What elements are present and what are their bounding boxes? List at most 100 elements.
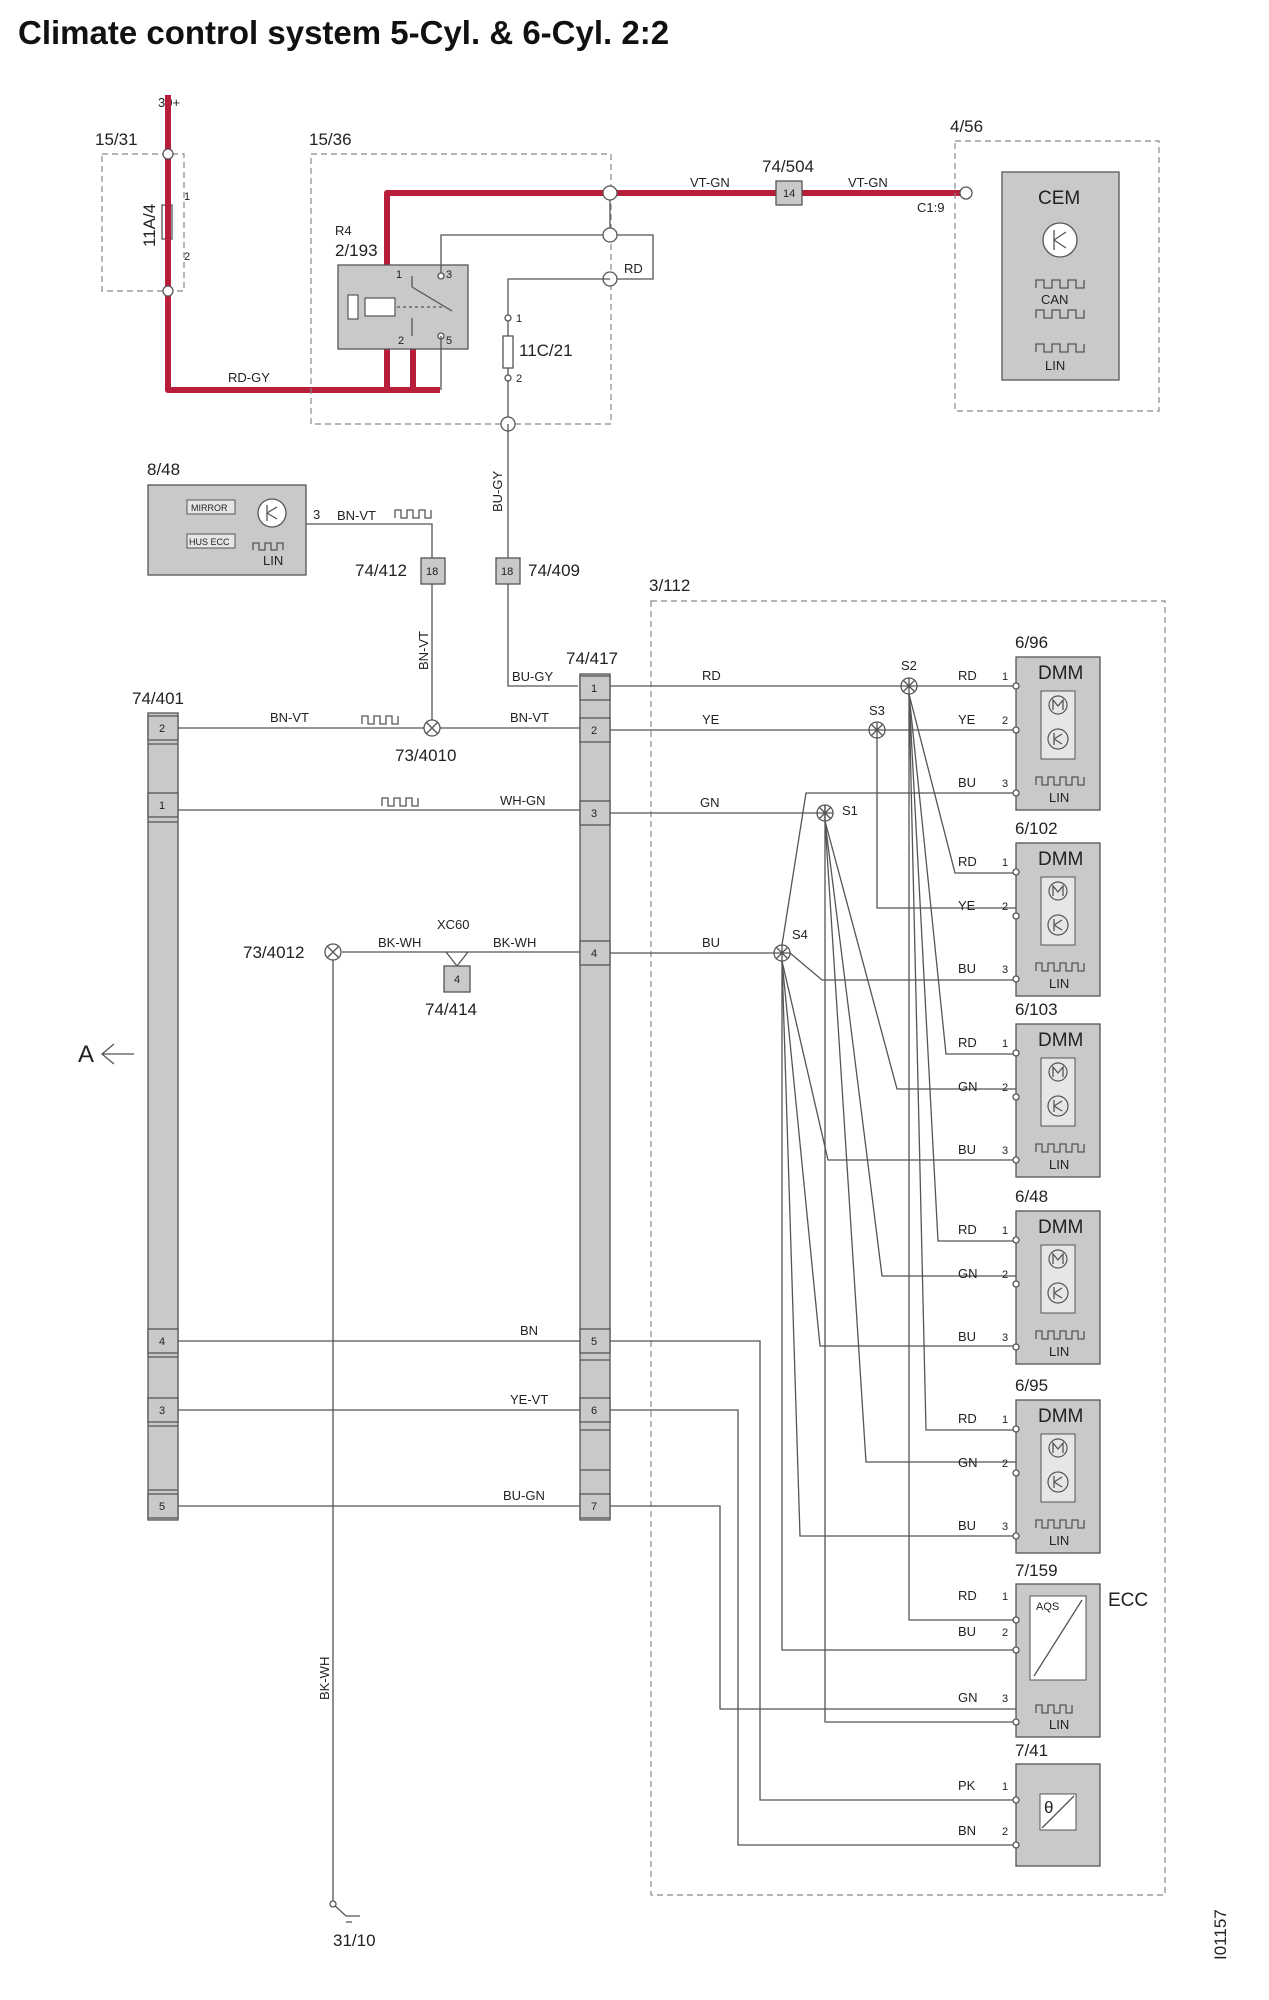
mirror-section: 8/48 MIRROR HUS ECC LIN 3 BN-VT 74/412 1… xyxy=(147,424,580,726)
power-wire-30 xyxy=(165,95,440,393)
wire-label-rd-bus: RD xyxy=(702,668,721,683)
power-wire-vt-gn xyxy=(384,190,966,390)
conn-74-412-id: 74/412 xyxy=(355,561,407,580)
splice-s1: S1 xyxy=(816,803,858,822)
cem-can-label: CAN xyxy=(1041,292,1068,307)
wire-label-gn-bus: GN xyxy=(700,795,720,810)
dmm-id: 6/48 xyxy=(1015,1187,1048,1206)
wire-label-bn-vt-3: BN-VT xyxy=(510,710,549,725)
transistor-icon xyxy=(1047,1282,1069,1304)
svg-text:7: 7 xyxy=(591,1501,597,1513)
dmm-pin-node xyxy=(1012,1093,1020,1101)
lin-signal-icon xyxy=(1035,962,1085,972)
motor-icon xyxy=(1048,1062,1068,1082)
temp-pin2-num: 2 xyxy=(1002,1826,1008,1838)
fuse-11c21-pin2: 2 xyxy=(516,373,522,385)
relay-pin2: 2 xyxy=(398,335,404,347)
dmm-pin-color: RD xyxy=(958,1222,977,1237)
hvac-unit: 3/112 RD YE GN BU S2 S3 S1 S4 xyxy=(610,576,1166,1896)
connector-74-412 xyxy=(420,557,446,585)
conn-74-409-pin: 18 xyxy=(501,566,513,578)
lin-signal-icon xyxy=(1035,776,1085,786)
dmm-pin-node xyxy=(1012,726,1020,734)
conn-74-401-id: 74/401 xyxy=(132,689,184,708)
temp-sensor-7-41: 7/41 θ PK BN 1 2 xyxy=(958,1741,1101,1867)
dmm-pin-num: 3 xyxy=(1002,1521,1008,1533)
wire-label-ye-bus: YE xyxy=(702,712,720,727)
dmm-pin-node xyxy=(1012,975,1020,983)
dmm-id: 6/102 xyxy=(1015,819,1058,838)
relay-box-id: 15/36 xyxy=(309,130,352,149)
ecc-pin2-color: BU xyxy=(958,1624,976,1639)
lin-signal-icon xyxy=(1035,1330,1085,1340)
dmm-pin-node xyxy=(1012,1280,1020,1288)
wire-label-ye-vt: YE-VT xyxy=(510,1392,548,1407)
fuse-11a4-label: 11A/4 xyxy=(140,204,159,247)
dmm-label: DMM xyxy=(1038,849,1083,870)
fusebox-id: 15/31 xyxy=(95,130,138,149)
dmm-lin-label: LIN xyxy=(1049,790,1069,805)
dmm-id: 6/96 xyxy=(1015,633,1048,652)
splice-s4: S4 xyxy=(773,927,808,962)
fusebox-outline xyxy=(101,153,185,292)
mirror-transistor-icon xyxy=(257,498,287,528)
dmm-pin-num: 2 xyxy=(1002,715,1008,727)
splice-73-4012-label: 73/4012 xyxy=(243,943,304,962)
dmm-pin-color: GN xyxy=(958,1455,978,1470)
connector-74-414 xyxy=(443,965,471,993)
ecc-id: 7/159 xyxy=(1015,1561,1058,1580)
ecc-pin2-num: 2 xyxy=(1002,1627,1008,1639)
ecc-lin-label: LIN xyxy=(1049,1717,1069,1732)
mirror-lin-label: LIN xyxy=(263,553,283,568)
svg-text:1: 1 xyxy=(591,683,597,695)
dmm-pin-num: 2 xyxy=(1002,1458,1008,1470)
cem-outline xyxy=(954,140,1160,412)
dmm-pin-num: 2 xyxy=(1002,1269,1008,1281)
relay-pin3: 3 xyxy=(446,269,452,281)
mirror-label: MIRROR xyxy=(191,503,228,513)
wire-label-bn-vt-1: BN-VT xyxy=(337,508,376,523)
arrow-ref-label: A xyxy=(78,1041,94,1068)
dmm-pin-node xyxy=(1012,1156,1020,1164)
wire-label-bk-wh-1: BK-WH xyxy=(378,935,421,950)
fuse-11c21-label: 11C/21 xyxy=(519,341,573,360)
conn-74-412-pin: 18 xyxy=(426,566,438,578)
cem-lin-label: LIN xyxy=(1045,358,1065,373)
dmm-lin-label: LIN xyxy=(1049,1344,1069,1359)
splice-73-4010-label: 73/4010 xyxy=(395,746,456,765)
transistor-icon xyxy=(1047,1471,1069,1493)
node-fuse-top xyxy=(162,148,174,160)
transistor-icon xyxy=(1047,1095,1069,1117)
dmm-pin-color: RD xyxy=(958,854,977,869)
dmm-pin-color: BU xyxy=(958,1518,976,1533)
conn-74-409-id: 74/409 xyxy=(528,561,580,580)
dmm-pin-color: BU xyxy=(958,1329,976,1344)
connector-74-504 xyxy=(775,180,803,206)
aqs-label: AQS xyxy=(1036,1601,1059,1613)
cem-pin: C1:9 xyxy=(917,200,944,215)
dmm-pin-num: 2 xyxy=(1002,1082,1008,1094)
fuse-pin2: 2 xyxy=(184,251,190,263)
motor-housing-icon xyxy=(1040,1433,1076,1503)
ecc-module-7-159: 7/159 ECC AQS LIN RD BU GN 1 2 3 xyxy=(958,1561,1148,1738)
dmm-pin-color: YE xyxy=(958,712,976,727)
connector-74-401 xyxy=(147,712,179,1521)
dmm-pin-color: RD xyxy=(958,668,977,683)
dmm-pin-color: GN xyxy=(958,1266,978,1281)
wire-label-bu-gy: BU-GY xyxy=(512,669,554,684)
dmm-label: DMM xyxy=(1038,1217,1083,1238)
dmm-pin-num: 1 xyxy=(1002,671,1008,683)
dmm-pin-node xyxy=(1012,1236,1020,1244)
ecc-pin1-num: 1 xyxy=(1002,1591,1008,1603)
relay-pin5: 5 xyxy=(446,335,452,347)
cem-lin-signal-icon xyxy=(1035,343,1085,353)
cem-label: CEM xyxy=(1038,188,1080,209)
wire-label-wh-gn: WH-GN xyxy=(500,793,546,808)
dmm-label: DMM xyxy=(1038,1030,1083,1051)
motor-housing-icon xyxy=(1040,1244,1076,1314)
svg-text:S2: S2 xyxy=(901,658,917,673)
cem-id: 4/56 xyxy=(950,117,983,136)
